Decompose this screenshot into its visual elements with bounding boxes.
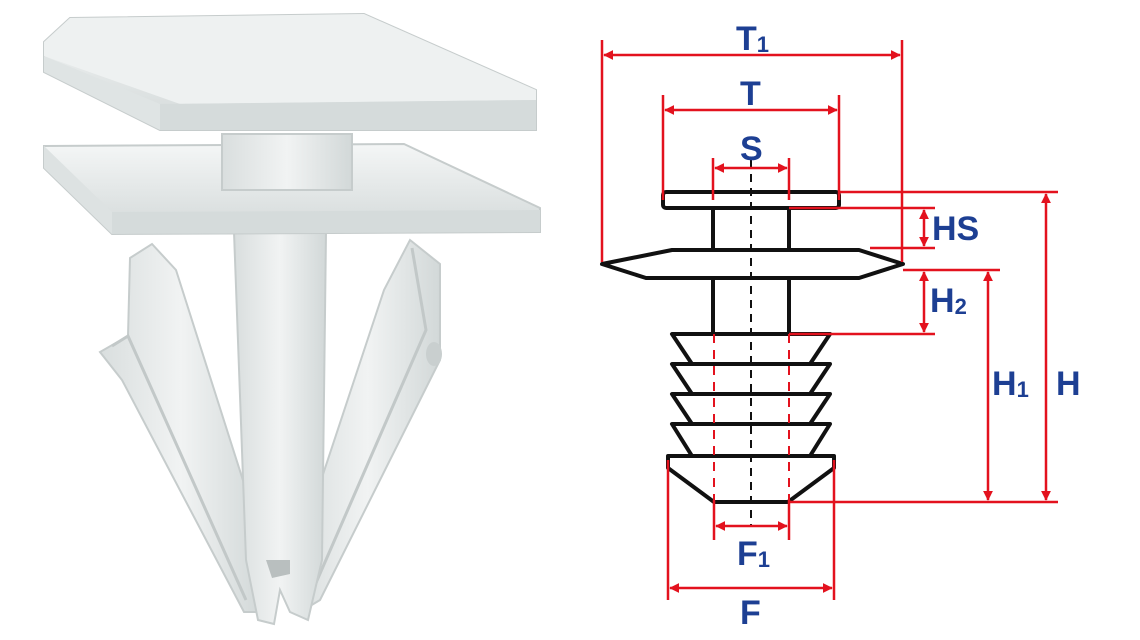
label-t1: T1: [736, 20, 769, 58]
label-h2: H2: [930, 282, 967, 320]
center-shaft: [232, 231, 328, 626]
flange: [600, 248, 905, 280]
label-f: F: [740, 594, 761, 632]
neck: [221, 133, 353, 191]
label-s: S: [740, 130, 763, 168]
label-t: T: [740, 75, 761, 113]
label-h1: H1: [992, 365, 1029, 403]
clip-photo: [43, 12, 541, 626]
drawing-neck: [711, 208, 791, 250]
barb-rings: [666, 332, 836, 504]
hidden-bore-lines: [713, 334, 790, 500]
drawing-shaft: [711, 278, 791, 334]
label-hs: HS: [932, 210, 979, 248]
label-h: H: [1056, 365, 1081, 403]
dimension-lines: [600, 40, 1058, 600]
label-f1: F1: [737, 535, 770, 573]
dimension-labels: T1 T S HS H2 H1 H F1 F: [736, 20, 1081, 632]
clip-profile-drawing: [600, 160, 905, 525]
